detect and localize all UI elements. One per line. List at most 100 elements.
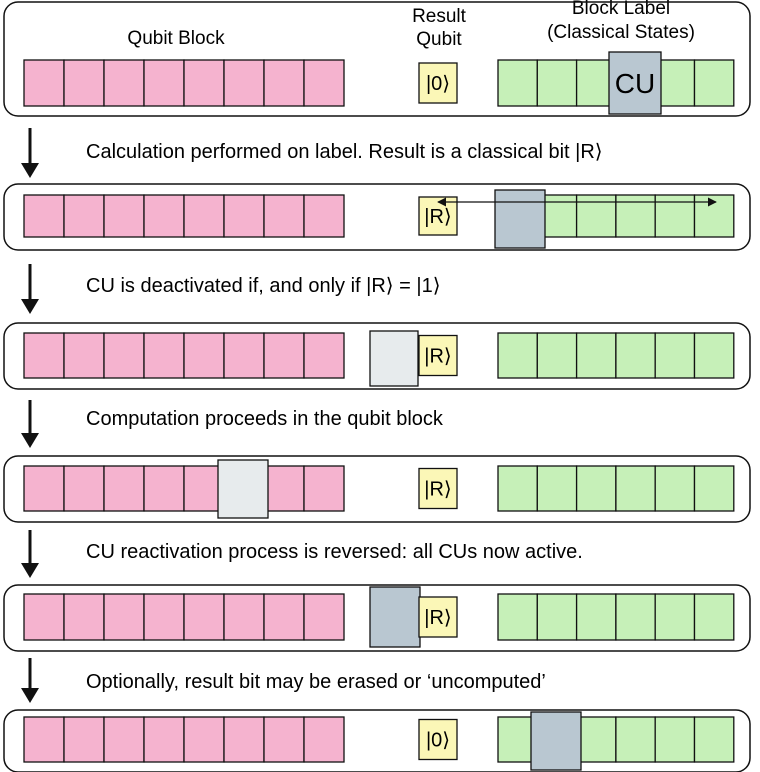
- arrow-head-icon: [21, 563, 39, 578]
- label-cell: [497, 332, 538, 379]
- step-1: Calculation performed on label. Result i…: [21, 128, 603, 178]
- arrow-head-icon: [21, 688, 39, 703]
- panel-label-calculation: |R⟩: [3, 183, 751, 251]
- qubit-cell: [103, 59, 145, 107]
- panel-cu-deactivated: |R⟩: [3, 322, 751, 390]
- result-qubit-value: |R⟩: [424, 479, 451, 501]
- qubit-cell: [263, 593, 305, 641]
- control-unit: [530, 711, 582, 771]
- step-caption: CU is deactivated if, and only if |R⟩ = …: [86, 275, 441, 297]
- label-cell: [654, 332, 696, 379]
- label-cell: [575, 332, 617, 379]
- step-caption: Computation proceeds in the qubit block: [86, 408, 444, 430]
- panel-frame: [3, 455, 751, 523]
- label-cell: [654, 465, 696, 512]
- qubit-cell: [303, 194, 345, 238]
- panel-initial-state: |0⟩ CU: [3, 1, 751, 117]
- label-cell: [615, 194, 656, 238]
- qubit-cell: [143, 465, 185, 512]
- result-qubit-value: |R⟩: [424, 607, 451, 629]
- panel-frame: [3, 322, 751, 390]
- step-2: CU is deactivated if, and only if |R⟩ = …: [21, 264, 441, 314]
- label-cell: [654, 716, 696, 763]
- label-cell: [693, 59, 735, 107]
- qubit-block-header: Qubit Block: [127, 28, 225, 49]
- qubit-cell: [103, 194, 145, 238]
- qubit-cell: [263, 59, 305, 107]
- label-cell: [575, 194, 617, 238]
- qubit-cell: [183, 332, 225, 379]
- block-label: [497, 332, 735, 379]
- step-caption: Optionally, result bit may be erased or …: [86, 671, 546, 693]
- control-unit-label: CU: [615, 68, 655, 99]
- block-label: [497, 593, 735, 641]
- label-cell: [497, 593, 538, 641]
- qubit-cell: [223, 716, 265, 763]
- qubit-cell: [103, 593, 145, 641]
- block-label-header-line2: (Classical States): [547, 22, 695, 43]
- qubit-cell: [183, 59, 225, 107]
- label-cell: [654, 593, 696, 641]
- qubit-cell: [23, 465, 65, 512]
- qubit-cell: [303, 593, 345, 641]
- qubit-cell: [103, 465, 145, 512]
- step-5: Optionally, result bit may be erased or …: [21, 658, 546, 703]
- qubit-cell: [63, 194, 105, 238]
- label-cell: [575, 716, 617, 763]
- label-cell: [615, 332, 656, 379]
- qubit-cell: [223, 194, 265, 238]
- label-cell: [654, 194, 696, 238]
- arrow-head-icon: [21, 163, 39, 178]
- result-qubit-value: |0⟩: [426, 730, 450, 752]
- qubit-cell: [303, 465, 345, 512]
- control-unit: [494, 189, 546, 249]
- result-qubit-value: |R⟩: [424, 346, 451, 368]
- qubit-cell: [63, 465, 105, 512]
- qubit-cell: [63, 716, 105, 763]
- result-qubit-box: [418, 467, 458, 510]
- panel-frame: [3, 584, 751, 652]
- step-caption: CU reactivation process is reversed: all…: [86, 541, 583, 563]
- result-qubit-header-line1: Result: [412, 6, 467, 27]
- qubit-cell: [263, 332, 305, 379]
- label-cell: [693, 194, 735, 238]
- qubit-cell: [223, 59, 265, 107]
- qubit-cell: [143, 332, 185, 379]
- result-qubit-box: [418, 62, 458, 104]
- qubit-block: [23, 465, 345, 512]
- result-qubit-box: [418, 334, 458, 377]
- qubit-cell: [23, 194, 65, 238]
- qubit-cell: [143, 593, 185, 641]
- label-cell: [536, 593, 578, 641]
- result-qubit-value: |0⟩: [426, 73, 450, 95]
- panel-frame: [3, 709, 751, 772]
- qubit-block: [23, 593, 345, 641]
- block-label: [497, 465, 735, 512]
- qubit-cell: [223, 332, 265, 379]
- qubit-cell: [23, 593, 65, 641]
- label-cell: [693, 332, 735, 379]
- step-caption: Calculation performed on label. Result i…: [86, 141, 603, 163]
- label-cell: [497, 59, 538, 107]
- panel-computation: |R⟩: [3, 455, 751, 523]
- qubit-cell: [103, 716, 145, 763]
- qubit-cell: [63, 593, 105, 641]
- result-qubit-box: [418, 596, 458, 638]
- label-cell: [575, 593, 617, 641]
- qubit-cell: [183, 716, 225, 763]
- qubit-cell: [23, 59, 65, 107]
- arrow-head-icon: [21, 433, 39, 448]
- qubit-cell: [23, 716, 65, 763]
- step-4: CU reactivation process is reversed: all…: [21, 530, 583, 578]
- panel-cu-reactivated: |R⟩: [3, 584, 751, 652]
- qubit-cell: [223, 593, 265, 641]
- result-qubit-box: [418, 718, 458, 761]
- qubit-cell: [23, 332, 65, 379]
- qubit-cell: [63, 332, 105, 379]
- qubit-block: [23, 332, 345, 379]
- panel-frame: [3, 183, 751, 251]
- label-cell: [536, 59, 578, 107]
- panel-frame: [3, 1, 751, 117]
- qubit-cell: [303, 332, 345, 379]
